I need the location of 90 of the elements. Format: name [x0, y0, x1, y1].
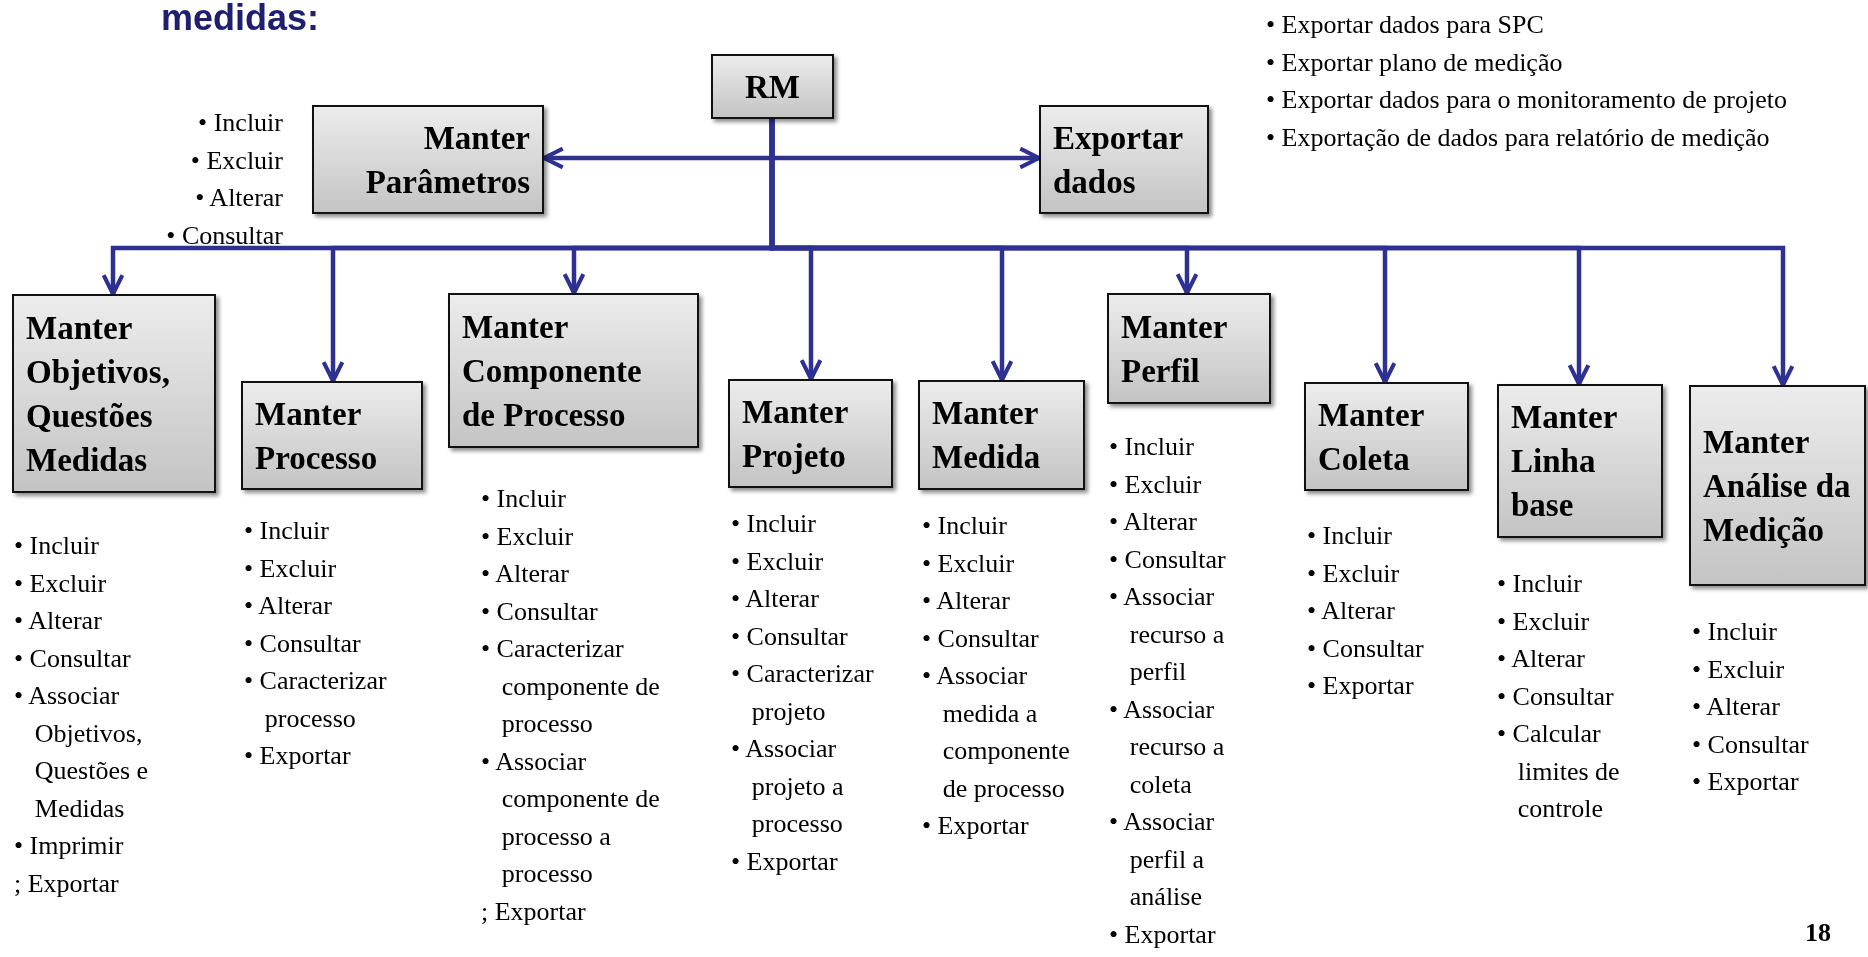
bullet-item: • Consultar	[244, 627, 362, 660]
bullet-item: • Associar recurso a coleta	[1109, 693, 1226, 801]
bullet-item: • Excluir	[481, 520, 575, 553]
bullet-item: • Associar Objetivos, Questões e Medidas	[14, 680, 150, 825]
box-title: Manter Parâmetros	[364, 118, 530, 202]
page-number: 18	[1805, 918, 1831, 948]
bullet-item: • Alterar	[1307, 595, 1396, 627]
box-title: Manter Processo	[255, 394, 379, 478]
bullet-item: • Consultar	[1692, 728, 1810, 761]
bullet-item: • Associar projeto a processo	[731, 733, 845, 840]
process-box	[312, 105, 544, 214]
box-title: Manter Linha base	[1511, 398, 1618, 525]
process-box	[711, 54, 834, 119]
bullet-item: • Caracterizar processo	[244, 665, 388, 735]
bullet-item: • Associar componente de processo a processo	[481, 745, 661, 890]
bullet-item: • Exportar dados para SPC	[1266, 9, 1545, 41]
process-box	[728, 379, 893, 488]
bullet-item: • Exportar	[244, 740, 352, 772]
bullet-item: • Exportar plano de medição	[1266, 46, 1564, 79]
bullet-item: • Consultar	[481, 595, 599, 628]
bullet-item: • Exportar	[922, 810, 1030, 842]
bullet-item: • Imprimir	[14, 830, 125, 862]
bullet-item: • Alterar	[922, 585, 1011, 617]
bullet-item: • Incluir	[197, 107, 283, 139]
process-box	[1689, 385, 1866, 586]
process-box	[1039, 105, 1209, 214]
bullet-item: • Calcular limites de controle	[1497, 718, 1621, 825]
bullet-item: • Excluir	[1497, 605, 1591, 638]
bullet-item: • Excluir	[1692, 653, 1786, 686]
bullet-item: • Incluir	[14, 530, 100, 562]
bullet-item: • Alterar	[1497, 643, 1586, 675]
bullet-item: • Incluir	[1692, 616, 1778, 648]
heading: medidas:	[161, 0, 320, 38]
bullet-item: • Incluir	[481, 483, 567, 515]
box-title: Manter Projeto	[742, 392, 849, 476]
bullet-item: ; Exportar	[481, 895, 587, 928]
box-title: Manter Componente de Processo	[462, 307, 643, 435]
bullet-item: • Consultar	[1307, 632, 1425, 665]
bullet-item: • Caracterizar componente de processo	[481, 633, 661, 740]
bullet-item: • Consultar	[922, 622, 1040, 655]
bullet-item: • Exportar	[1692, 766, 1800, 798]
bullet-item: • Exportar dados para o monitoramento de projeto	[1266, 84, 1788, 116]
process-box	[1497, 384, 1663, 538]
bullet-item: • Consultar	[1109, 543, 1227, 576]
bullet-item: • Exportar	[731, 845, 839, 878]
bullet-item: • Alterar	[481, 558, 570, 590]
bullet-item: • Excluir	[14, 567, 108, 600]
bullet-item: • Excluir	[189, 144, 283, 177]
bullet-item: • Incluir	[1497, 568, 1583, 600]
process-box	[1304, 382, 1469, 491]
box-title: Manter Objetivos, Questões Medidas	[26, 308, 171, 480]
bullet-item: ; Exportar	[14, 867, 120, 900]
bullet-item: • Consultar	[14, 642, 132, 675]
process-box	[448, 293, 699, 448]
bullet-item: • Consultar	[1497, 680, 1615, 713]
bullet-item: • Excluir	[1109, 468, 1203, 501]
bullet-item: • Alterar	[1692, 691, 1781, 723]
box-title: Manter Perfil	[1121, 307, 1228, 391]
bullet-item: • Excluir	[244, 552, 338, 585]
bullet-item: • Exportação de dados para relatório de medição	[1266, 121, 1771, 154]
bullet-item: • Incluir	[1307, 520, 1393, 552]
process-box	[1107, 293, 1271, 404]
bullet-item: • Incluir	[1109, 431, 1195, 463]
bullet-item: • Incluir	[244, 515, 330, 547]
box-title: RM	[744, 67, 801, 107]
bullet-item: • Alterar	[194, 182, 283, 214]
process-box	[12, 294, 216, 493]
bullet-item: • Associar perfil a análise	[1109, 806, 1216, 913]
box-title: Exportar dados	[1053, 118, 1184, 202]
process-box	[241, 381, 423, 490]
bullet-item: • Consultar	[165, 219, 283, 252]
bullet-item: • Consultar	[731, 620, 849, 653]
bullet-item: • Associar recurso a perfil	[1109, 581, 1226, 688]
bullet-item: • Excluir	[1307, 557, 1401, 590]
bullet-item: • Excluir	[922, 547, 1016, 580]
box-title: Manter Análise da Medição	[1703, 422, 1852, 550]
bullet-item: • Exportar	[1109, 918, 1217, 951]
bullet-item: • Associar medida a componente de processo	[922, 660, 1071, 805]
bullet-item: • Alterar	[244, 590, 333, 622]
box-title: Manter Medida	[932, 394, 1042, 477]
bullet-item: • Alterar	[731, 583, 820, 615]
bullet-item: • Excluir	[731, 545, 825, 578]
bullet-item: • Alterar	[1109, 506, 1198, 538]
box-title: Manter Coleta	[1318, 395, 1425, 479]
bullet-item: • Exportar	[1307, 670, 1415, 702]
bullet-item: • Incluir	[922, 510, 1008, 542]
process-box	[918, 380, 1085, 490]
bullet-item: • Incluir	[731, 508, 817, 540]
bullet-item: • Alterar	[14, 605, 103, 637]
bullet-item: • Caracterizar projeto	[731, 658, 875, 728]
